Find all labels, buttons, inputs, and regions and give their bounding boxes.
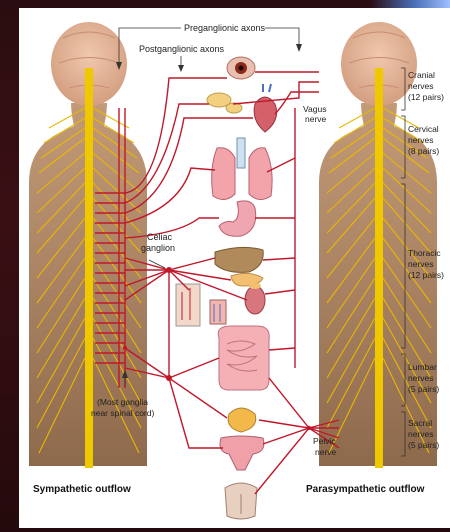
right-spinal-cord (375, 68, 383, 468)
preganglionic-label: Preganglionic axons (184, 23, 266, 33)
organs (176, 57, 277, 519)
parasympathetic-outflow-caption: Parasympathetic outflow (306, 484, 425, 495)
svg-text:nerves: nerves (408, 135, 434, 145)
reproductive-organ (220, 436, 264, 470)
svg-text:nerves: nerves (408, 81, 434, 91)
bladder-organ (228, 408, 256, 432)
eye-organ (227, 57, 255, 79)
celiac-label-line2: ganglion (141, 243, 175, 253)
svg-text:nerves: nerves (408, 429, 434, 439)
pelvic-label-line2: nerve (315, 447, 337, 457)
svg-text:Cranial: Cranial (408, 70, 435, 80)
diagram-panel: Preganglionic axons Postganglionic axons… (19, 8, 450, 528)
svg-text:Thoracic: Thoracic (408, 248, 441, 258)
heart-organ (254, 84, 277, 132)
genitals-organ (225, 483, 257, 519)
vagus-label-line2: nerve (305, 114, 327, 124)
cranial-nerves-label: Cranial nerves (12 pairs) (408, 70, 444, 102)
svg-text:(12 pairs): (12 pairs) (408, 92, 444, 102)
liver-organ (215, 247, 263, 272)
svg-text:Sacral: Sacral (408, 418, 432, 428)
skin-hair-inset (176, 284, 226, 326)
svg-text:(12 pairs): (12 pairs) (408, 270, 444, 280)
sympathetic-outflow-caption: Sympathetic outflow (33, 484, 131, 495)
kidney-adrenal-organ (245, 283, 265, 314)
cervical-nerves-label: Cervical nerves (8 pairs) (408, 124, 439, 156)
pelvic-label-line1: Pelvic (313, 436, 336, 446)
most-ganglia-label-line2: near spinal cord) (91, 408, 154, 418)
thoracic-nerves-label: Thoracic nerves (12 pairs) (408, 248, 444, 280)
svg-text:(8 pairs): (8 pairs) (408, 146, 439, 156)
trachea-organ (237, 138, 245, 168)
svg-text:(5 pairs): (5 pairs) (408, 384, 439, 394)
postganglionic-label: Postganglionic axons (139, 44, 225, 54)
intestines-organ (218, 326, 269, 390)
autonomic-nervous-system-diagram: Preganglionic axons Postganglionic axons… (19, 8, 450, 528)
stomach-organ (219, 201, 256, 236)
vagus-label-line1: Vagus (303, 104, 326, 114)
svg-text:nerves: nerves (408, 373, 434, 383)
svg-text:Lumbar: Lumbar (408, 362, 437, 372)
most-ganglia-label-line1: (Most ganglia (97, 397, 148, 407)
celiac-label-line1: Celiac (147, 232, 173, 242)
svg-text:(5 pairs): (5 pairs) (408, 440, 439, 450)
svg-text:Cervical: Cervical (408, 124, 439, 134)
svg-text:nerves: nerves (408, 259, 434, 269)
